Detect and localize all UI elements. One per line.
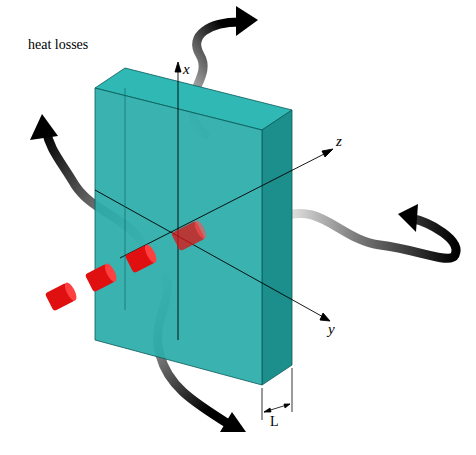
dimension-label: L bbox=[270, 415, 279, 429]
slab bbox=[95, 68, 292, 385]
axis-label: y bbox=[328, 322, 335, 337]
arrow-heads bbox=[30, 6, 418, 432]
laser-beam bbox=[45, 219, 209, 311]
thickness-dimension bbox=[262, 368, 292, 420]
axis-label: x bbox=[183, 62, 190, 77]
axes bbox=[95, 62, 333, 340]
axis-label: z bbox=[336, 134, 342, 149]
heat-loss-arrows bbox=[46, 22, 456, 425]
heat-losses-label: heat losses bbox=[28, 38, 88, 52]
